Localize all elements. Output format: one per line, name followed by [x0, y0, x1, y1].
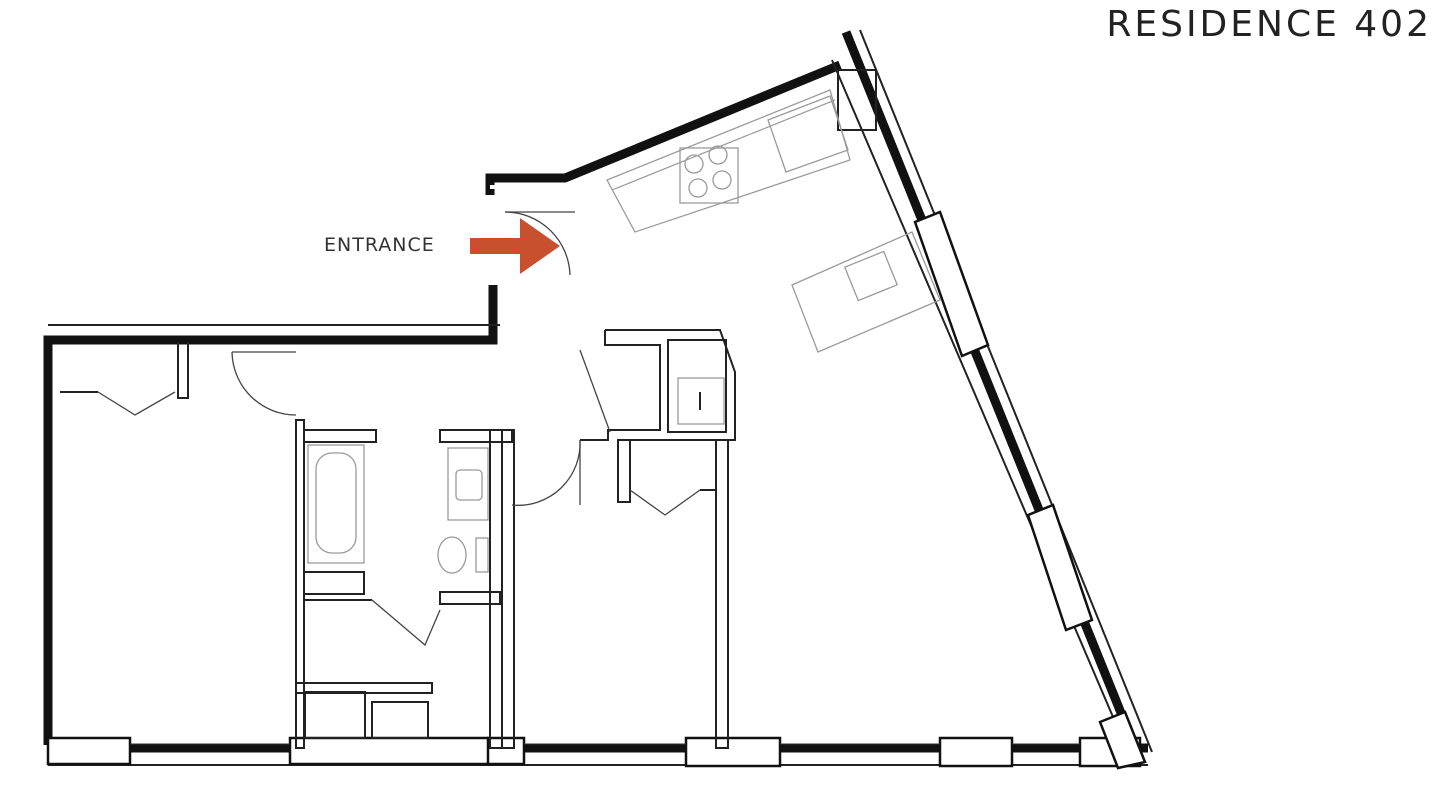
kitchen-island	[791, 231, 941, 353]
laundry-closet	[677, 377, 725, 425]
arrow-right-icon	[470, 218, 560, 274]
residence-title: RESIDENCE 402	[1106, 4, 1432, 45]
bottom-windows	[46, 736, 1142, 768]
bathroom-sink	[447, 447, 489, 521]
toilet	[437, 536, 489, 574]
kitchen-counter	[606, 89, 851, 233]
diagonal-windows	[913, 210, 1147, 770]
exterior-walls	[43, 29, 1153, 766]
bathtub	[307, 444, 365, 564]
interior-walls	[60, 329, 736, 749]
entrance-label: ENTRANCE	[324, 234, 435, 256]
door-swings	[97, 211, 701, 647]
